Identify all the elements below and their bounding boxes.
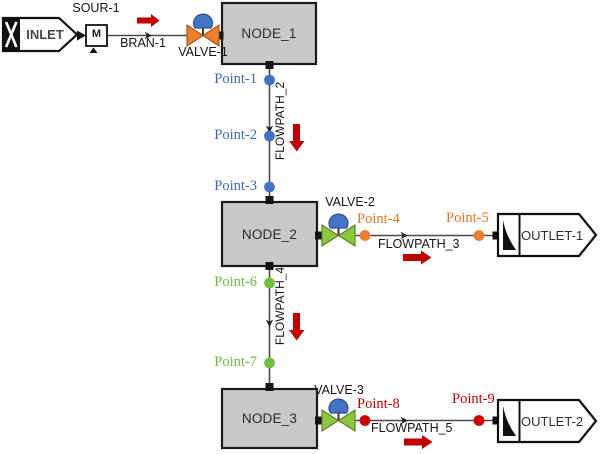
- flowpath-2-label: FLOWPATH_2: [273, 81, 287, 161]
- inlet-label: INLET: [26, 27, 64, 42]
- flow-arrow-flowpath-4: [289, 313, 305, 341]
- meter-letter: M: [91, 28, 102, 40]
- point-8-label: Point-8: [357, 396, 400, 412]
- valve-1-label: VALVE-1: [178, 45, 228, 59]
- source-label: SOUR-1: [72, 1, 120, 15]
- point-2-label: Point-2: [214, 127, 257, 143]
- outlet-1-pentagon: [496, 212, 598, 258]
- node-2-label: NODE_2: [241, 226, 298, 242]
- stub-node2-right: [315, 231, 323, 240]
- flowpath-5-label: FLOWPATH_5: [371, 421, 453, 435]
- stub-node3-top: [265, 383, 274, 391]
- point-9-marker[interactable]: [473, 415, 485, 426]
- flowpath-4-label: FLOWPATH_4: [273, 266, 287, 346]
- point-3-label: Point-3: [214, 178, 257, 194]
- meter-triangle-icon: [89, 47, 98, 53]
- inlet-symbol[interactable]: [1, 16, 79, 53]
- node-2-box[interactable]: [220, 200, 319, 268]
- point-7-marker[interactable]: [264, 357, 275, 369]
- flow-tick-flowpath-4: [265, 319, 274, 327]
- point-1-label: Point-1: [214, 71, 257, 87]
- point-4-marker[interactable]: [359, 230, 371, 241]
- point-6-marker[interactable]: [264, 277, 275, 289]
- inlet-x-icon: [5, 21, 18, 48]
- valve-1-symbol[interactable]: [186, 13, 220, 48]
- outlet-1-nub: [492, 231, 499, 240]
- flow-arrow-flowpath-3: [403, 250, 432, 265]
- valve-1-actuator-dome: [192, 13, 214, 29]
- outlet-2-nub: [492, 416, 499, 425]
- outlet-1-label: OUTLET-1: [521, 228, 584, 243]
- valve-1-body-right: [201, 23, 220, 48]
- valve-1-body-left: [186, 23, 205, 48]
- point-4-label: Point-4: [357, 211, 400, 227]
- flow-arrow-flowpath-5: [404, 435, 433, 449]
- flow-arrow-branch-1: [137, 14, 160, 27]
- source-meter-symbol[interactable]: [85, 24, 108, 53]
- valve-2-actuator-dome: [328, 213, 349, 229]
- stub-node2-bottom: [265, 262, 274, 270]
- outlet-2-symbol[interactable]: [492, 398, 598, 444]
- valve-3-actuator-dome: [328, 398, 349, 414]
- flow-tick-branch-1: [144, 31, 152, 40]
- stub-node1-bottom: [265, 61, 274, 69]
- valve-2-body-left: [321, 223, 340, 248]
- outlet-1-sail-icon: [503, 220, 516, 250]
- inlet-connector-arrow: [77, 30, 86, 41]
- valve-3-symbol[interactable]: [321, 398, 356, 433]
- valve-3-body-right: [337, 408, 356, 433]
- flow-tick-flowpath-3: [400, 231, 408, 240]
- meter-box: [85, 24, 108, 47]
- node-3-label: NODE_3: [241, 411, 298, 426]
- outlet-1-symbol[interactable]: [492, 212, 598, 258]
- flow-tick-flowpath-5: [400, 416, 408, 425]
- point-1-marker[interactable]: [264, 74, 275, 86]
- valve-3-label: VALVE-3: [314, 383, 364, 397]
- stub-node3-right: [315, 416, 323, 425]
- point-5-label: Point-5: [446, 210, 489, 226]
- valve-3-body-left: [321, 408, 340, 433]
- outlet-2-sail-icon: [503, 406, 516, 436]
- valve-2-label: VALVE-2: [325, 195, 375, 209]
- point-9-label: Point-9: [452, 391, 495, 407]
- valve-2-symbol[interactable]: [321, 213, 356, 248]
- outlet-2-label: OUTLET-2: [521, 414, 584, 429]
- point-5-marker[interactable]: [473, 230, 485, 241]
- point-7-label: Point-7: [214, 354, 257, 370]
- stub-node2-top: [265, 196, 274, 204]
- flowpath-3-label: FLOWPATH_3: [378, 237, 460, 251]
- point-2-marker[interactable]: [264, 130, 275, 142]
- flow-arrow-flowpath-2: [289, 124, 305, 152]
- point-3-marker[interactable]: [264, 181, 275, 193]
- point-8-marker[interactable]: [359, 415, 371, 426]
- outlet-2-pentagon: [496, 398, 598, 444]
- point-6-label: Point-6: [214, 274, 257, 290]
- node-1-label: NODE_1: [241, 26, 297, 41]
- flow-tick-flowpath-2: [265, 125, 274, 133]
- valve-2-body-right: [337, 223, 356, 248]
- branch-label: BRAN-1: [120, 36, 166, 50]
